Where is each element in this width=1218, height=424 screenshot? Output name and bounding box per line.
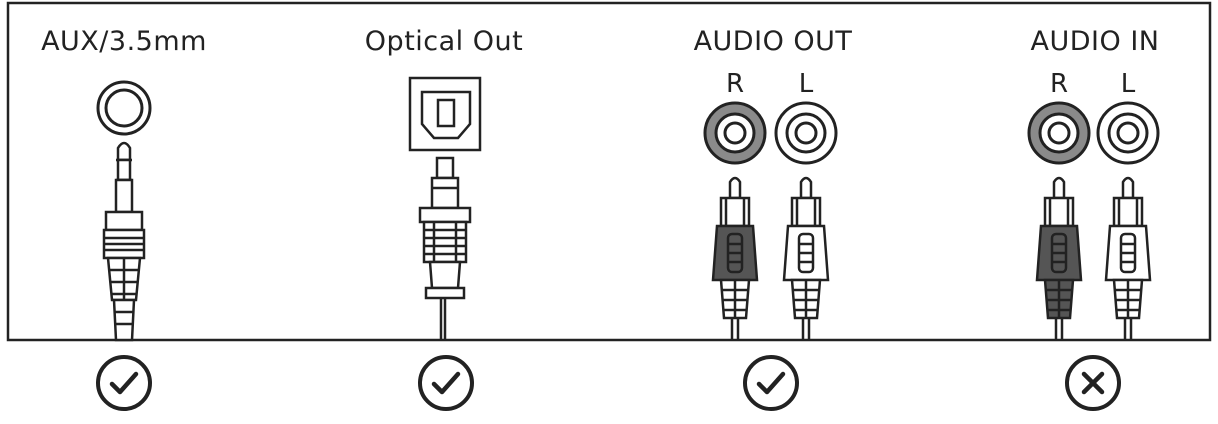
audio-out-l-label: L xyxy=(799,69,814,99)
optical-connector-group: Optical Out xyxy=(365,26,523,411)
audio-out-supported-check-icon xyxy=(743,355,799,411)
aux-label: AUX/3.5mm xyxy=(41,26,207,57)
audio-out-connector-group: AUDIO OUT R L xyxy=(694,26,853,411)
audio-in-connector-group: AUDIO IN R L xyxy=(1027,26,1160,411)
audio-out-l-jack-icon xyxy=(774,101,838,165)
audio-in-l-jack-icon xyxy=(1096,101,1160,165)
audio-in-l-plug-icon xyxy=(1104,176,1152,340)
audio-in-label: AUDIO IN xyxy=(1031,26,1160,57)
audio-in-r-jack-icon xyxy=(1027,101,1091,165)
audio-out-l-plug-icon xyxy=(782,176,830,340)
audio-in-r-plug-icon xyxy=(1035,176,1083,340)
audio-in-r-label: R xyxy=(1050,69,1068,99)
optical-label: Optical Out xyxy=(365,26,523,57)
aux-jack-icon xyxy=(96,80,152,136)
optical-supported-check-icon xyxy=(418,355,474,411)
audio-in-unsupported-x-icon xyxy=(1065,355,1121,411)
optical-plug-icon xyxy=(418,156,472,340)
audio-out-r-plug-icon xyxy=(711,176,759,340)
audio-out-r-jack-icon xyxy=(703,101,767,165)
audio-out-label: AUDIO OUT xyxy=(694,26,853,57)
optical-port-icon xyxy=(408,76,482,152)
aux-plug-icon xyxy=(102,141,146,342)
aux-connector-group: AUX/3.5mm xyxy=(41,26,207,411)
audio-out-r-label: R xyxy=(726,69,744,99)
audio-in-l-label: L xyxy=(1121,69,1136,99)
diagram-frame xyxy=(6,1,1212,342)
aux-supported-check-icon xyxy=(96,355,152,411)
